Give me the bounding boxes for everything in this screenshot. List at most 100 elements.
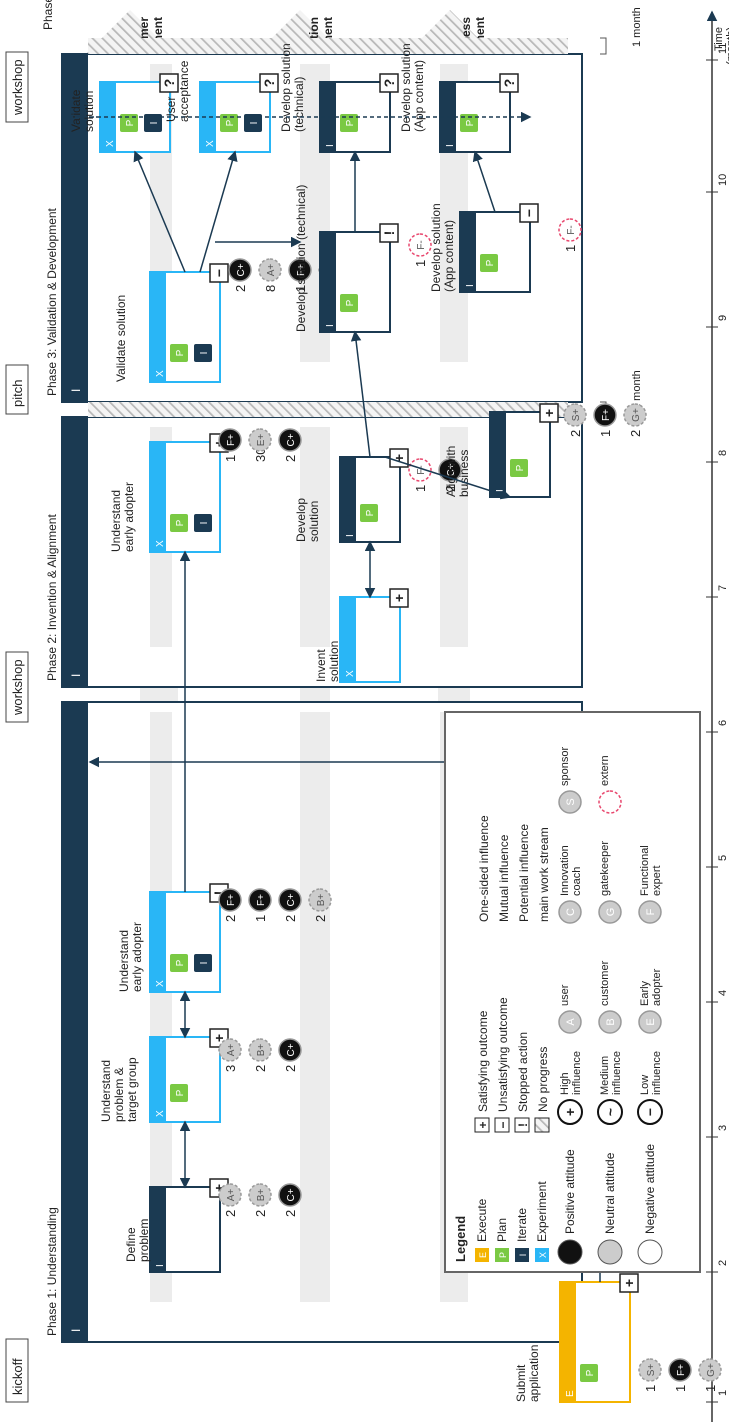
task-v2-strip [200,82,216,152]
task-define-stakeholder [278,1183,302,1207]
task-align-count: 1 [598,430,613,437]
task-devsol-badge [360,504,378,522]
task-uea1-outcome-symbol: ! [211,891,227,896]
task-uea2-stakeholder [248,428,272,452]
time-tick-label: 6 [717,720,729,726]
task-submit-label: Submit [514,1364,528,1402]
task-valsol-stakeholder-label: C+ [236,263,247,276]
task-v2-outcome [259,73,279,93]
legend-role-label: Functional [639,845,651,896]
legend-type-letter: P [498,1252,508,1258]
task-upt-badge [170,1084,188,1102]
task-devapp-outcome [519,203,539,223]
time-tick-label: 5 [717,855,729,861]
task-uea2-count: 2 [283,455,298,462]
legend-outcome-label: Unsatisfying outcome [496,997,510,1112]
legend-role-letter: A [565,1018,577,1026]
task-align-stakeholder [623,403,647,427]
task-uea1-stakeholder-label: C+ [286,893,297,906]
legend-attitude-label: Negative attitude [643,1144,657,1234]
legend-influence-label: main work stream [537,827,551,922]
task-devsol-label: solution [307,501,321,542]
task-uea1-count: 2 [283,915,298,922]
legend-influence-label: Mutual influence [497,834,511,922]
task-valsol-stakeholder [288,258,312,282]
legend-level-symbol: − [642,1108,658,1116]
task-submit-outcome-symbol: + [621,1279,637,1287]
legend-role-circle [558,790,582,814]
task-uea2-label: early adopter [122,482,136,552]
task-valsol-count: 2 [233,285,248,292]
task-devapp-badge [480,254,498,272]
task-devsol-stakeholder-label: F- [416,465,427,474]
task-uea1-stakeholder-label: B+ [316,894,327,907]
legend-outcome-symbol: + [476,1121,490,1128]
task-valsol-stakeholder-label: A+ [266,264,277,277]
task-uea1-count: 2 [313,915,328,922]
task-align-badge [510,459,528,477]
task-align-outcome-symbol: + [541,409,557,417]
task-uea2-stakeholder-label: E+ [256,434,267,447]
task-v3-outcome [379,73,399,93]
task-align-label: business [457,450,471,497]
legend-outcome-box [494,1117,510,1133]
task-uea1-badge-letter: I [199,962,210,965]
legend-outcome-label: Satisfying outcome [476,1010,490,1112]
legend-type-swatch [475,1248,489,1262]
task-upt-count: 2 [253,1065,268,1072]
task-uea1-stakeholder [308,888,332,912]
legend-role-letter: C [565,908,577,916]
legend-role-letter: B [605,1018,617,1025]
task-uea2-stakeholder [218,428,242,452]
legend-role-label: Innovation [559,845,571,896]
task-v4-type: I [445,144,456,147]
arrow-valsol-v2 [199,150,238,273]
legend-type-swatch [515,1248,529,1262]
legend-level-label: influence [611,1051,623,1095]
task-valsol-stakeholder [228,258,252,282]
task-uea2-badge [170,514,188,532]
legend-level-circle [637,1099,663,1125]
task-v1-label: solution [82,91,96,132]
time-tick-label: 9 [717,315,729,321]
task-valsol-badge [194,344,212,362]
task-define-count: 2 [253,1210,268,1217]
task-uea1-badge-letter: P [175,959,186,966]
task-v2-label: acceptance [177,60,191,122]
task-define-stakeholder [218,1183,242,1207]
legend-outcome-box [474,1117,490,1133]
task-v2-outcome-symbol: ? [261,79,277,88]
legend-type-label: Plan [495,1218,509,1242]
gap-2month [88,402,568,417]
gap-1month [88,38,568,54]
legend-level-label: influence [651,1051,663,1095]
legend-outcome-symbol: − [496,1121,510,1128]
milestone-box [5,651,29,723]
legend-role-label: coach [571,867,583,896]
task-v3-label: Develop solution [279,43,293,132]
task-devtech-label: Develop solution (technical) [294,185,308,332]
task-v2-badge [220,114,238,132]
task-uea2-stakeholder [278,428,302,452]
task-devtech-type: I [325,324,336,327]
task-uea1-label: Understand [117,930,131,992]
task-invent-strip [340,597,356,682]
legend-role-label: gatekeeper [599,841,611,896]
task-define-label: problem [137,1219,151,1262]
phase-title: Phase 2: Invention & Alignment [45,514,59,681]
milestone-box [5,364,29,415]
legend-role-letter: S [565,798,577,805]
task-v1-badge [144,114,162,132]
legend-role-label: sponsor [559,747,571,786]
legend-level-label: Medium [599,1056,611,1095]
task-submit-stakeholder [668,1358,692,1382]
legend-role-label: customer [599,960,611,1006]
phase-bar [62,702,88,1342]
legend-type-swatch [535,1248,549,1262]
task-submit-stakeholder-label: G+ [706,1363,717,1377]
phase-bar-iterate: I [69,389,83,392]
task-v2-badge-letter: P [225,119,236,126]
legend-attitude-label: Neutral attitude [603,1152,617,1234]
